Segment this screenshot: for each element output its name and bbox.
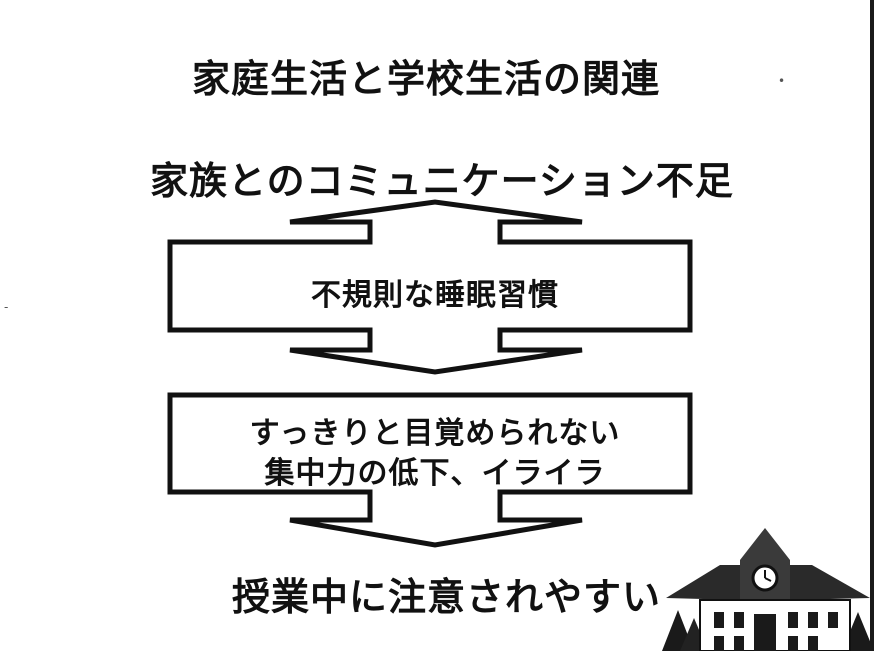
scan-speck: -: [4, 300, 9, 314]
school-building-clock-icon: [662, 528, 874, 651]
box-cannot-wake-refreshed: すっきりと目覚められない: [249, 416, 621, 451]
downward-arrow-box: [167, 392, 693, 548]
scan-speck: •: [778, 74, 786, 88]
cause-family-communication: 家族とのコミュニケーション不足: [150, 159, 734, 203]
page-edge-line: [870, 0, 874, 651]
bidirectional-arrow-box: [167, 199, 693, 375]
result-warned-in-class: 授業中に注意されやすい: [232, 575, 662, 619]
box-irregular-sleep-habits: 不規則な睡眠習慣: [311, 278, 559, 313]
box-reduced-concentration: 集中力の低下、イライラ: [264, 456, 606, 491]
slide-title: 家庭生活と学校生活の関連: [192, 57, 661, 101]
